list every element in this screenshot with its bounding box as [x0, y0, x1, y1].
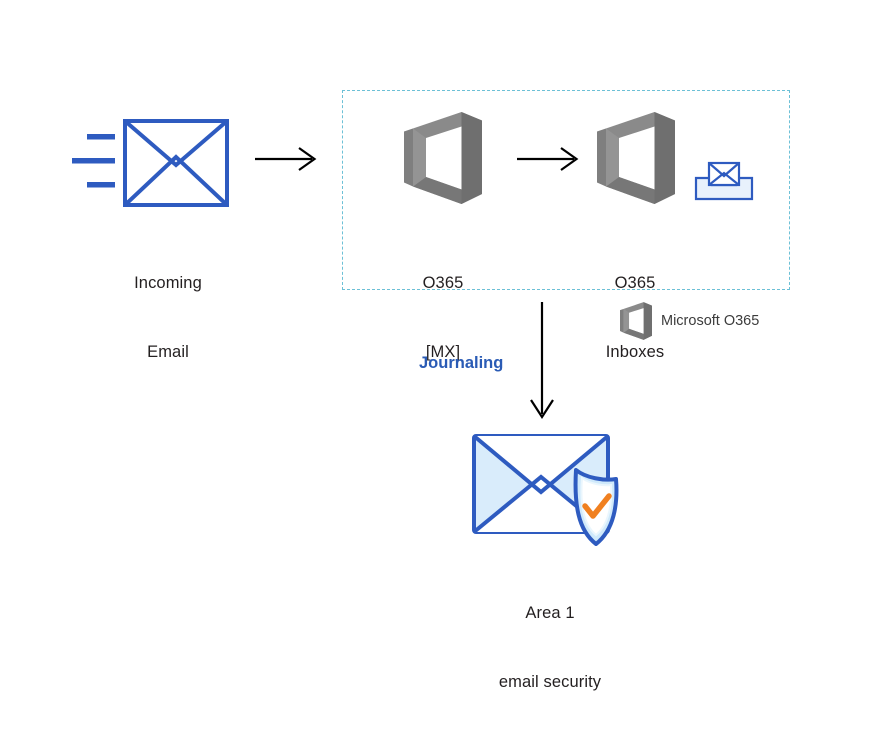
- arrow-incoming-to-mx: [255, 146, 317, 172]
- motion-line-bottom: [87, 182, 115, 188]
- o365-mx-label: O365 [MX]: [373, 226, 513, 410]
- o365-inbox-tray: [694, 160, 754, 202]
- inbox-tray-icon: [694, 161, 754, 201]
- area1-label: Area 1 email security: [460, 556, 640, 740]
- incoming-email-node: [72, 118, 232, 210]
- motion-line-top: [87, 134, 115, 140]
- office365-logo-icon: [404, 112, 482, 204]
- area1-label-line1: Area 1: [525, 604, 575, 622]
- diagram-canvas: Incoming Email O365 [MX]: [72, 90, 790, 691]
- arrow-down-icon: [530, 302, 554, 420]
- arrow-mx-to-inboxes: [517, 146, 579, 172]
- incoming-email-label: Incoming Email: [97, 226, 239, 410]
- o365-boundary-zone: [342, 90, 790, 290]
- email-shield-icon: [472, 434, 619, 546]
- legend: Microsoft O365: [620, 302, 759, 340]
- envelope-icon: [72, 119, 229, 207]
- incoming-email-label-line2: Email: [147, 343, 189, 361]
- journaling-label: Journaling: [419, 354, 504, 372]
- incoming-email-label-line1: Incoming: [134, 274, 202, 292]
- legend-label: Microsoft O365: [661, 313, 760, 329]
- arrow-inboxes-to-area1: [528, 302, 558, 420]
- o365-mx-label-line2: [MX]: [425, 343, 461, 361]
- o365-mx-node: [404, 112, 482, 204]
- area1-label-line2: email security: [498, 673, 602, 691]
- motion-line-middle: [72, 158, 115, 164]
- o365-inboxes-label-line2: Inboxes: [605, 343, 665, 361]
- arrow-right-icon: [255, 147, 317, 171]
- office365-logo-icon: [597, 112, 675, 204]
- o365-mx-label-line1: O365: [422, 274, 464, 292]
- o365-inboxes-label-line1: O365: [614, 274, 656, 292]
- o365-inboxes-label: O365 Inboxes: [565, 226, 705, 410]
- arrow-right-icon: [517, 147, 579, 171]
- office365-logo-icon: [620, 302, 652, 340]
- area1-node: [470, 432, 630, 550]
- o365-inboxes-node: [597, 112, 675, 204]
